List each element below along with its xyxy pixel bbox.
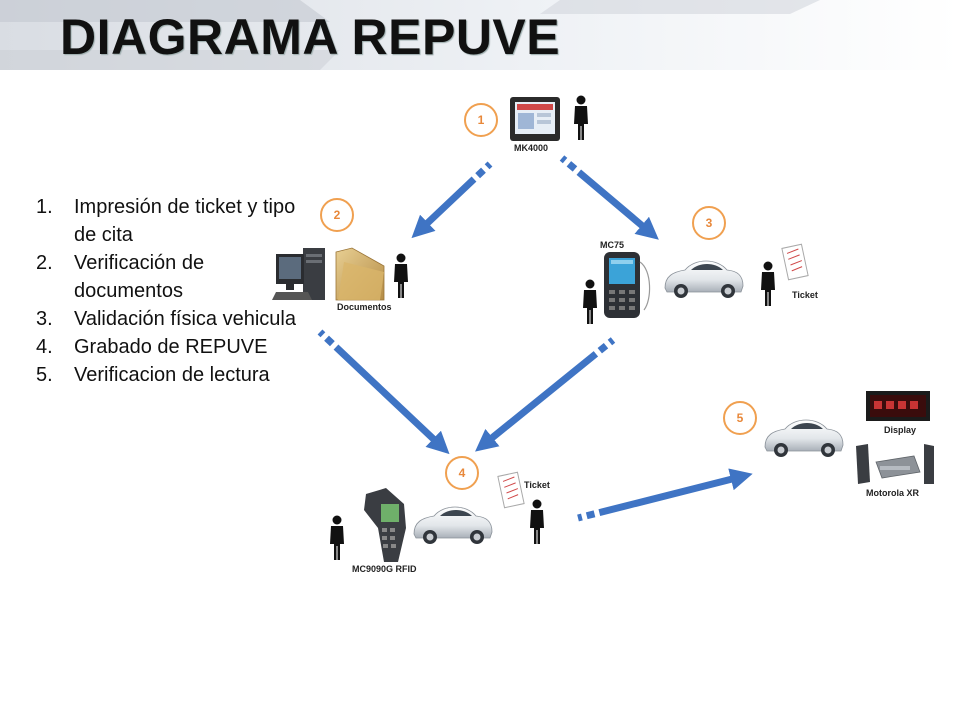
list-item-text: Validación física vehicula — [74, 308, 296, 330]
car-icon — [664, 260, 744, 299]
list-item: 2. Verificación de documentos — [36, 249, 316, 305]
device-label-documentos: Documentos — [337, 302, 392, 312]
ticket-icon — [497, 471, 525, 509]
antenna-icon — [924, 444, 934, 484]
steps-list: 1. Impresión de ticket y tipo de cita 2. V… — [36, 193, 316, 389]
kiosk-icon — [510, 97, 560, 141]
device-label-mc75: MC75 — [600, 240, 625, 250]
reader-label: Motorola XR — [866, 488, 919, 498]
list-item-text: Impresión de ticket y tipo de cita — [74, 196, 296, 246]
list-item-number: 5. — [36, 364, 53, 386]
list-item: 5. Verificacion de lectura — [36, 361, 316, 389]
ticket-label: Ticket — [792, 290, 818, 300]
list-item-number: 3. — [36, 308, 53, 330]
handheld-icon — [604, 252, 651, 318]
led-display-icon — [866, 391, 930, 421]
arrow-2-to-4 — [317, 329, 450, 455]
computer-icon — [272, 248, 325, 300]
step-badge-3: 3 — [692, 206, 726, 240]
list-item-number: 1. — [36, 196, 53, 218]
ticket-icon — [781, 243, 809, 281]
flow-arrows — [317, 155, 753, 522]
list-item: 3. Validación física vehicula — [36, 305, 316, 333]
device-label-mc9090g: MC9090G RFID — [352, 564, 417, 574]
folder-icon — [335, 247, 385, 301]
arrow-1-to-2 — [411, 161, 493, 239]
header-band — [0, 0, 960, 70]
ticket-label: Ticket — [524, 480, 550, 490]
header-gradient — [0, 0, 960, 70]
arrow-3-to-4 — [475, 337, 616, 452]
list-item-number: 4. — [36, 336, 53, 358]
page-title: DIAGRAMA REPUVE — [60, 9, 561, 65]
step-badge-2: 2 — [320, 198, 354, 232]
person-icon — [761, 261, 775, 306]
rfid-scanner-icon — [364, 488, 406, 562]
arrow-1-to-3 — [559, 155, 659, 240]
antenna-icon — [856, 444, 870, 484]
list-item-text: Verificación de documentos — [74, 252, 205, 302]
list-item-text: Grabado de REPUVE — [74, 336, 268, 358]
display-label: Display — [884, 425, 917, 435]
list-item: 4. Grabado de REPUVE — [36, 333, 316, 361]
list-item: 1. Impresión de ticket y tipo de cita — [36, 193, 316, 249]
person-icon — [530, 499, 544, 544]
person-icon — [583, 279, 597, 324]
step-badge-1: 1 — [464, 103, 498, 137]
device-label-mk4000: MK4000 — [514, 143, 549, 153]
arrow-4-to-5 — [577, 468, 753, 522]
step-badge-5: 5 — [723, 401, 757, 435]
list-item-text: Verificacion de lectura — [74, 364, 270, 386]
car-icon — [413, 506, 493, 545]
person-icon — [330, 515, 344, 560]
car-icon — [764, 419, 844, 458]
list-item-number: 2. — [36, 252, 53, 274]
step-badge-4: 4 — [445, 456, 479, 490]
person-icon — [394, 253, 408, 298]
rfid-reader-icon — [875, 455, 921, 479]
person-icon — [574, 95, 588, 140]
